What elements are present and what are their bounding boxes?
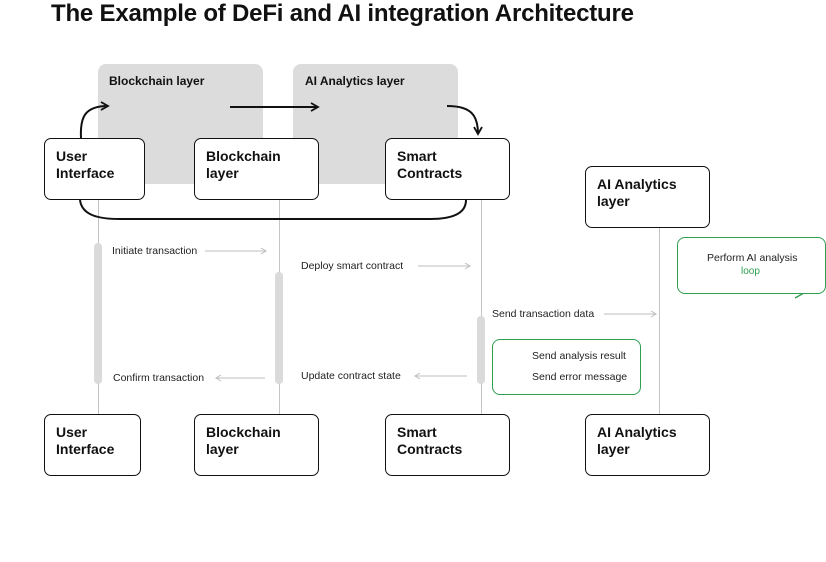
blockchain-group-label: Blockchain layer [109,74,205,88]
ai-response-box [492,339,641,395]
participant-label-line1: Blockchain [206,148,281,164]
participant-label-line2: layer [597,193,630,209]
ai-analytics-group-label: AI Analytics layer [305,74,405,88]
participant-label-line1: Smart [397,424,437,440]
participant-ai-analytics-bottom: AI Analytics layer [585,414,710,476]
participant-label-line1: Blockchain [206,424,281,440]
participant-label-line2: layer [206,165,239,181]
loop-note-box [677,237,826,294]
participant-label-line2: Contracts [397,441,463,457]
diagram-title: The Example of DeFi and AI integration A… [51,0,634,27]
activation-user-interface [94,243,102,384]
participant-smart-contracts-top: Smart Contracts [385,138,510,200]
activation-blockchain-layer [275,272,283,384]
participant-label-line1: Smart [397,148,437,164]
participant-label-line1: AI Analytics [597,424,677,440]
participant-smart-contracts-bottom: Smart Contracts [385,414,510,476]
participant-label-line2: Contracts [397,165,463,181]
participant-label-line1: User [56,424,88,440]
participant-label-line1: User [56,148,88,164]
message-send-transaction-data: Send transaction data [492,308,595,320]
message-deploy-smart-contract: Deploy smart contract [301,260,404,272]
participant-label-line1: AI Analytics [597,176,677,192]
flow-return-curve [79,199,467,220]
participant-ai-analytics-top: AI Analytics layer [585,166,710,228]
response-send-error-message: Send error message [532,371,628,383]
loop-note-text: Perform AI analysis [707,252,798,264]
activation-smart-contracts [477,316,485,384]
message-update-contract-state: Update contract state [301,370,401,382]
participant-label-line2: Interface [56,441,115,457]
message-initiate-transaction: Initiate transaction [112,245,198,257]
lifeline-smart-contracts [481,199,482,415]
flow-arrow-ai-to-contracts [446,105,483,136]
participant-user-interface-top: User Interface [44,138,145,200]
flow-arrow-user-to-blockchain [79,101,110,139]
loop-label: loop [741,266,760,277]
message-confirm-transaction: Confirm transaction [113,372,205,384]
response-send-analysis-result: Send analysis result [532,350,626,362]
participant-user-interface-bottom: User Interface [44,414,141,476]
participant-blockchain-layer-top: Blockchain layer [194,138,319,200]
participant-label-line2: Interface [56,165,115,181]
participant-label-line2: layer [597,441,630,457]
lifeline-ai-analytics [659,227,660,415]
participant-blockchain-layer-bottom: Blockchain layer [194,414,319,476]
participant-label-line2: layer [206,441,239,457]
